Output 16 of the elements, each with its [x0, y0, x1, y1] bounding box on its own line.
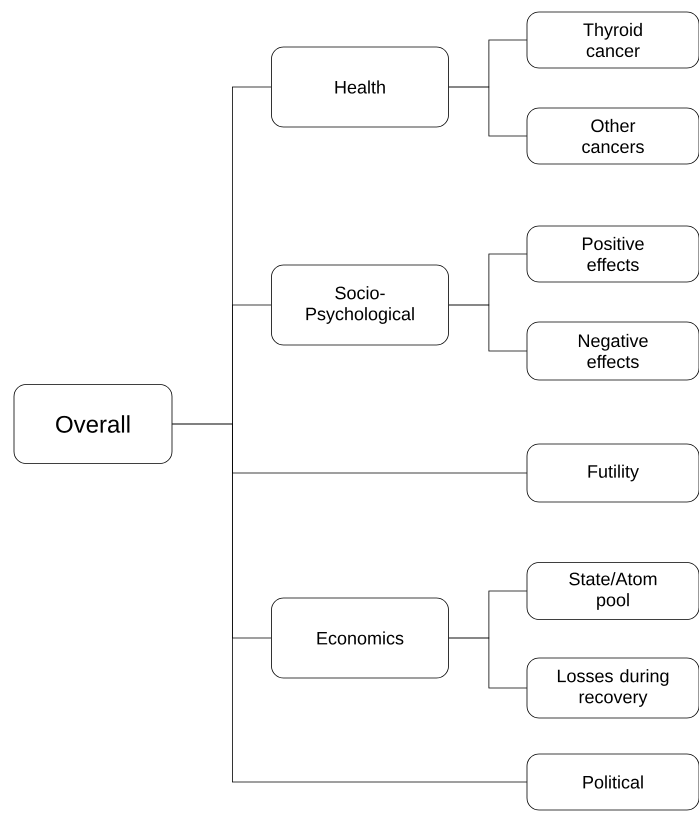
- rounded-box: Futility: [526, 444, 699, 502]
- rounded-box: Losses during recovery: [526, 658, 699, 718]
- connector-line: [172, 424, 527, 782]
- rounded-box: Thyroid cancer: [526, 12, 699, 68]
- rounded-box: Economics: [271, 598, 449, 678]
- connector-line: [448, 86, 527, 136]
- rounded-box: Other cancers: [526, 108, 699, 164]
- rounded-box: Overall: [14, 384, 172, 464]
- rounded-box: Political: [526, 754, 699, 810]
- rounded-box: Negative effects: [526, 322, 699, 380]
- rounded-box: State/Atom pool: [526, 562, 699, 620]
- rounded-box: Health: [271, 46, 449, 128]
- rounded-box: Positive effects: [526, 226, 699, 282]
- rounded-box: Socio-Psychological: [271, 264, 449, 346]
- connector-line: [448, 304, 527, 352]
- connector-line: [448, 638, 527, 688]
